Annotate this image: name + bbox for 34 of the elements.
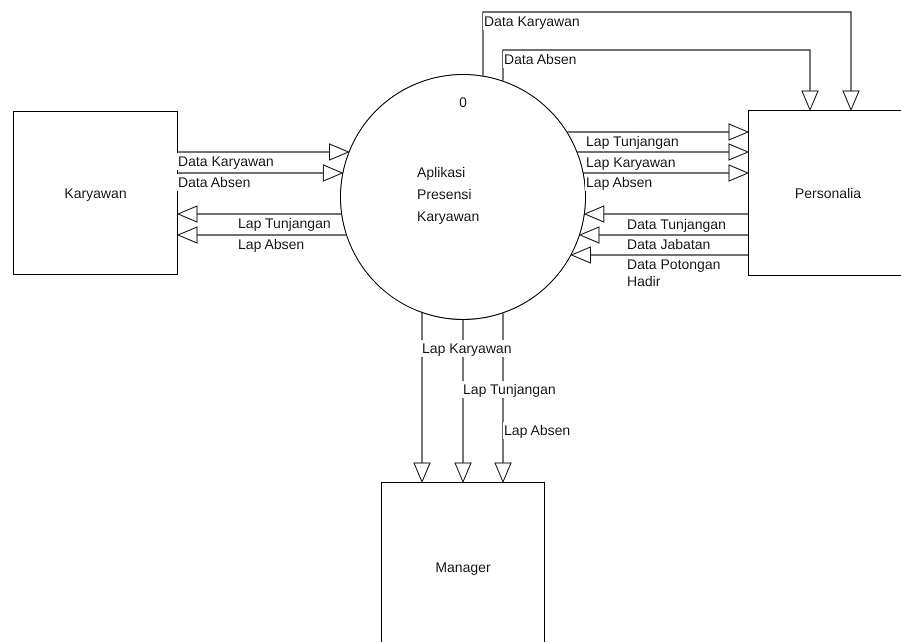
- edge-label: Data Absen: [503, 51, 578, 68]
- edge-label: Lap Absen: [503, 422, 572, 439]
- entity-box: [748, 110, 901, 276]
- entity-box: [13, 111, 178, 275]
- flow-arrow: [178, 226, 346, 244]
- entity-label: Manager: [435, 558, 491, 577]
- flow-arrow: [178, 206, 342, 222]
- process-number: 0: [459, 93, 467, 112]
- flow-arrow: [482, 11, 860, 110]
- edge-label: Lap Tunjangan: [237, 215, 332, 232]
- edge-label: Lap Tunjangan: [585, 133, 680, 150]
- edge-label: Lap Karyawan: [421, 340, 513, 357]
- edge-label: Data Karyawan: [177, 153, 275, 170]
- entity-label: Karyawan: [64, 184, 127, 203]
- flow-arrow: [178, 144, 350, 160]
- edge-label: Lap Karyawan: [585, 154, 677, 171]
- edge-label: Lap Tunjangan: [462, 381, 557, 398]
- flow-arrow: [178, 164, 343, 182]
- edge-label: Data Karyawan: [483, 13, 581, 30]
- entity-label: Personalia: [794, 184, 862, 202]
- edge-label: Data Tunjangan: [626, 216, 727, 233]
- flow-arrow: [570, 246, 748, 264]
- flow-arrow: [567, 124, 748, 140]
- flow-arrow: [414, 312, 430, 482]
- edge-label: Data Absen: [177, 174, 252, 191]
- edge-label: Lap Absen: [237, 236, 306, 253]
- flow-arrow: [502, 49, 818, 110]
- entity-box: [381, 482, 545, 642]
- process-label: Aplikasi Presensi Karyawan: [417, 163, 480, 226]
- flow-arrow: [584, 164, 748, 182]
- edge-label: Lap Absen: [585, 174, 654, 191]
- flow-arrow: [579, 226, 748, 244]
- flow-arrow: [584, 206, 748, 222]
- flow-arrow: [577, 144, 748, 160]
